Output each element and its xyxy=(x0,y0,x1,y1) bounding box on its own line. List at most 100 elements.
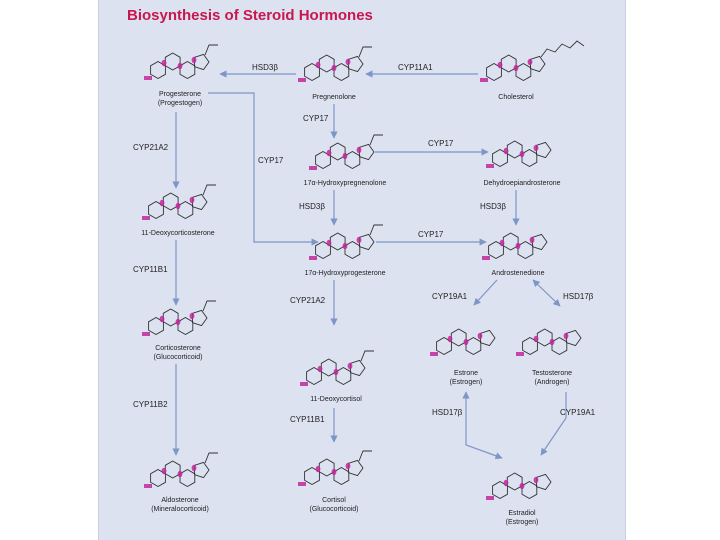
ring-cortico-d xyxy=(192,309,208,327)
highlight-progesterone-2 xyxy=(191,56,197,64)
label-ohprog: 17α-Hydroxyprogesterone xyxy=(304,270,385,277)
sidechain-aldo xyxy=(204,452,218,464)
highlight-dhea-1 xyxy=(519,150,525,158)
highlight-cortico-2 xyxy=(189,312,195,320)
ring-aldo-2 xyxy=(179,468,196,488)
label-estrone-sub: (Estrogen) xyxy=(450,379,483,386)
highlight-estrone-0 xyxy=(447,335,453,343)
enzyme-hsd3b-1: HSD3β xyxy=(252,63,278,72)
enzyme-cyp19a1-1: CYP19A1 xyxy=(432,292,468,301)
sidechain-doc xyxy=(202,184,216,196)
highlight-progesterone-0 xyxy=(161,59,167,67)
highlight-cortico-a xyxy=(142,332,150,336)
highlight-cholesterol-1 xyxy=(513,64,519,72)
ring-doc-2 xyxy=(177,200,194,220)
sidechain-pregnenolone xyxy=(358,46,372,58)
highlight-ohpreg-1 xyxy=(342,152,348,160)
highlight-testo-1 xyxy=(549,338,555,346)
enzyme-cyp21a2-1: CYP21A2 xyxy=(133,143,169,152)
ring-pregnenolone-1 xyxy=(318,54,335,73)
highlight-pregnenolone-1 xyxy=(331,64,337,72)
compound-labels: Cholesterol Pregnenolone Progesterone (P… xyxy=(141,91,572,526)
label-cortisol-sub: (Glucocorticoid) xyxy=(309,506,358,513)
label-doc: 11-Deoxycorticosterone xyxy=(141,230,215,237)
highlight-estrone-a xyxy=(430,352,438,356)
ring-testo-d xyxy=(566,329,582,347)
highlight-testo-a xyxy=(516,352,524,356)
label-estradiol-sub: (Estrogen) xyxy=(506,519,539,526)
highlight-andro-a xyxy=(482,256,490,260)
ring-estrone-d xyxy=(480,329,496,347)
highlight-deoxycortisol-2 xyxy=(347,362,353,370)
enzyme-cyp17-2: CYP17 xyxy=(428,139,454,148)
structure-dhea xyxy=(486,140,552,168)
ring-estradiol-1 xyxy=(506,472,523,491)
enzyme-cyp11a1: CYP11A1 xyxy=(398,63,433,72)
ring-cholesterol-d xyxy=(530,55,546,73)
ring-cortisol-d xyxy=(348,459,364,477)
highlight-andro-0 xyxy=(499,239,505,247)
diagram-panel xyxy=(98,0,626,540)
structure-estrone xyxy=(430,328,496,356)
ring-cortico-2 xyxy=(177,316,194,336)
structure-ohprog xyxy=(309,224,383,260)
label-estradiol: Estradiol xyxy=(508,510,536,517)
enzyme-cyp11b1-2: CYP11B1 xyxy=(290,415,325,424)
label-cortisol: Cortisol xyxy=(322,497,346,504)
highlight-cortisol-1 xyxy=(331,468,337,476)
sidechain-cortico xyxy=(202,300,216,312)
highlight-doc-2 xyxy=(189,196,195,204)
label-ohpreg: 17α-Hydroxypregnenolone xyxy=(304,180,387,187)
structure-cholesterol xyxy=(480,40,585,82)
enzyme-hsd17b-2: HSD17β xyxy=(432,408,463,417)
highlight-doc-1 xyxy=(175,202,181,210)
label-cortico-sub: (Glucocorticoid) xyxy=(153,354,202,361)
label-progesterone: Progesterone xyxy=(159,91,201,98)
highlight-pregnenolone-0 xyxy=(315,61,321,69)
ring-cortico-1 xyxy=(162,308,179,327)
reaction-arrows xyxy=(172,70,567,460)
highlight-doc-a xyxy=(142,216,150,220)
label-cholesterol: Cholesterol xyxy=(498,94,534,101)
highlight-ohpreg-a xyxy=(309,166,317,170)
ring-estradiol-d xyxy=(536,473,552,491)
enzyme-hsd3b-2: HSD3β xyxy=(299,202,325,211)
highlight-testo-2 xyxy=(563,332,569,340)
ring-aldo-d xyxy=(194,461,210,479)
structure-pregnenolone xyxy=(298,46,372,82)
highlight-aldo-2 xyxy=(191,464,197,472)
label-pregnenolone: Pregnenolone xyxy=(312,94,356,101)
enzyme-cyp17-4: CYP17 xyxy=(418,230,444,239)
sidechain-ohpreg xyxy=(369,134,383,146)
highlight-deoxycortisol-a xyxy=(300,382,308,386)
highlight-andro-2 xyxy=(529,236,535,244)
highlight-estrone-1 xyxy=(463,338,469,346)
structure-ohpreg xyxy=(309,134,383,170)
ring-deoxycortisol-2 xyxy=(335,366,352,386)
highlight-deoxycortisol-1 xyxy=(333,368,339,376)
highlight-progesterone-a xyxy=(144,76,152,80)
highlight-estradiol-2 xyxy=(533,476,539,484)
highlight-ohprog-2 xyxy=(356,236,362,244)
highlight-dhea-0 xyxy=(503,147,509,155)
highlight-ohprog-a xyxy=(309,256,317,260)
ring-ohpreg-1 xyxy=(329,142,346,161)
ring-dhea-d xyxy=(536,141,552,159)
diagram-title: Biosynthesis of Steroid Hormones xyxy=(127,7,373,24)
enzyme-hsd3b-3: HSD3β xyxy=(480,202,506,211)
label-aldo: Aldosterone xyxy=(161,497,198,504)
ring-ohprog-1 xyxy=(329,232,346,251)
ring-testo-2 xyxy=(551,336,568,356)
arrow-testo-estradiol xyxy=(540,392,567,456)
highlight-estradiol-0 xyxy=(503,479,509,487)
ring-cortisol-1 xyxy=(318,458,335,477)
enzyme-cyp17-3: CYP17 xyxy=(258,156,284,165)
highlight-aldo-a xyxy=(144,484,152,488)
highlight-ohpreg-0 xyxy=(326,149,332,157)
label-estrone: Estrone xyxy=(454,370,478,377)
ring-ohprog-d xyxy=(359,233,375,251)
ring-cholesterol-1 xyxy=(500,54,517,73)
highlight-cholesterol-0 xyxy=(497,61,503,69)
sidechain-cortisol xyxy=(358,450,372,462)
ring-dhea-1 xyxy=(506,140,523,159)
